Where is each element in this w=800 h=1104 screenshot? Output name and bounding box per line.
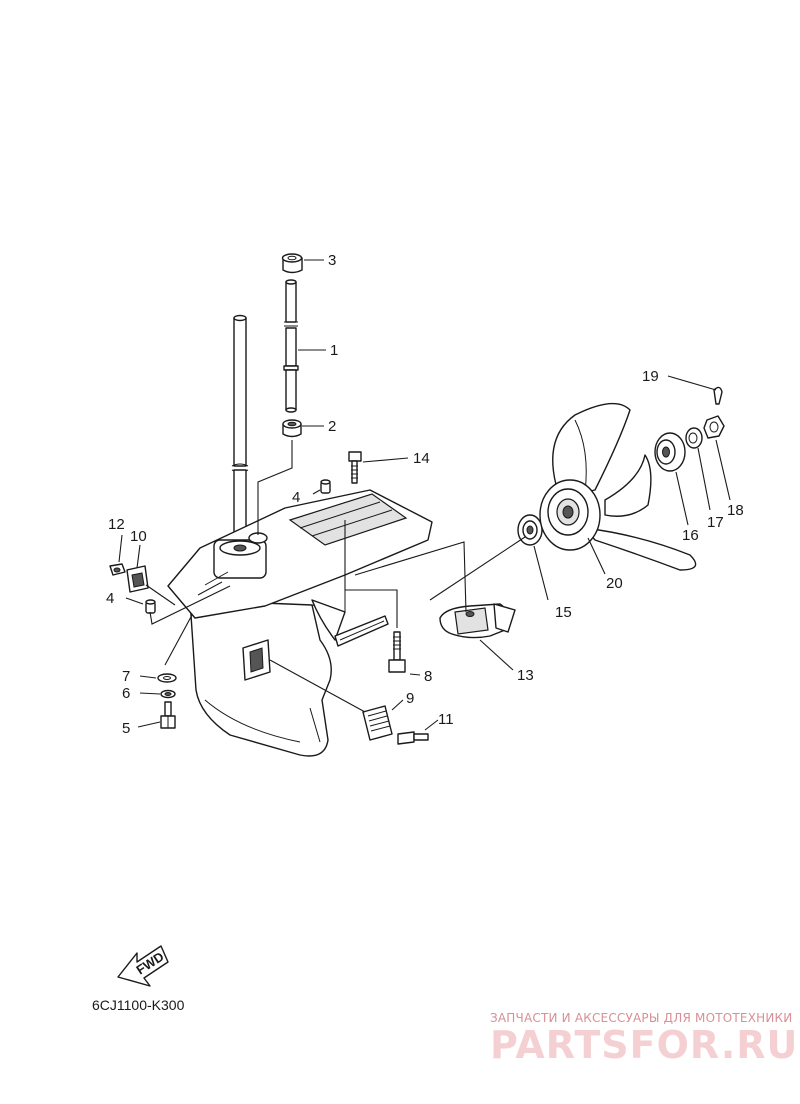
callout-11: 11 [438, 711, 454, 728]
part-6-spring-washer [160, 689, 176, 699]
callout-17: 17 [707, 514, 724, 531]
part-3-bushing [281, 253, 303, 274]
part-13-trim-tab [439, 603, 516, 639]
callout-4-upper: 4 [292, 489, 300, 506]
callout-9: 9 [406, 690, 414, 707]
part-18-nut [703, 415, 725, 439]
callout-12: 12 [108, 516, 125, 533]
part-11-screw [397, 731, 429, 745]
callout-18: 18 [727, 502, 744, 519]
callout-4-lower: 4 [106, 590, 114, 607]
callout-19: 19 [642, 368, 659, 385]
callout-6: 6 [122, 685, 130, 702]
callout-3: 3 [328, 252, 336, 269]
watermark-brand: PARTSFOR.RU [490, 1023, 798, 1067]
callout-16: 16 [682, 527, 699, 544]
callout-5: 5 [122, 720, 130, 737]
part-4-pin-lower [145, 599, 156, 614]
callout-7: 7 [122, 668, 130, 685]
lower-unit-housing [167, 489, 433, 757]
part-17-washer [685, 427, 703, 449]
fwd-arrow: FWD [117, 945, 169, 987]
long-shaft [231, 314, 249, 541]
part-2-bushing [282, 419, 302, 438]
callout-8: 8 [424, 668, 432, 685]
watermark: ЗАПЧАСТИ И АКСЕССУАРЫ ДЛЯ МОТОТЕХНИКИ PA… [490, 1011, 798, 1067]
callout-2: 2 [328, 418, 336, 435]
part-14-bolt [348, 451, 362, 484]
callout-13: 13 [517, 667, 534, 684]
callout-15: 15 [555, 604, 572, 621]
diagram-code: 6CJ1100-K300 [92, 997, 185, 1013]
part-20-propeller [539, 402, 697, 571]
callout-10: 10 [130, 528, 147, 545]
callout-1: 1 [330, 342, 338, 359]
callouts: 1 2 3 4 4 5 6 7 8 9 10 11 12 13 14 15 16… [106, 252, 744, 737]
part-12-nut [109, 563, 126, 576]
part-8-bolt [388, 631, 406, 673]
part-10-grommet [126, 565, 149, 593]
part-5-bolt [160, 701, 176, 729]
part-4-pin-upper [320, 479, 331, 494]
watermark-tagline: ЗАПЧАСТИ И АКСЕССУАРЫ ДЛЯ МОТОТЕХНИКИ [490, 1011, 792, 1025]
part-16-spacer [654, 432, 686, 472]
part-15-thrust-washer [517, 514, 543, 546]
part-1-drive-shaft [283, 279, 299, 413]
callout-14: 14 [413, 450, 430, 467]
part-7-washer [157, 673, 177, 683]
leader-lines [118, 259, 731, 731]
part-9-anode [362, 705, 393, 741]
callout-20: 20 [606, 575, 623, 592]
part-19-cotter-pin [713, 386, 723, 405]
